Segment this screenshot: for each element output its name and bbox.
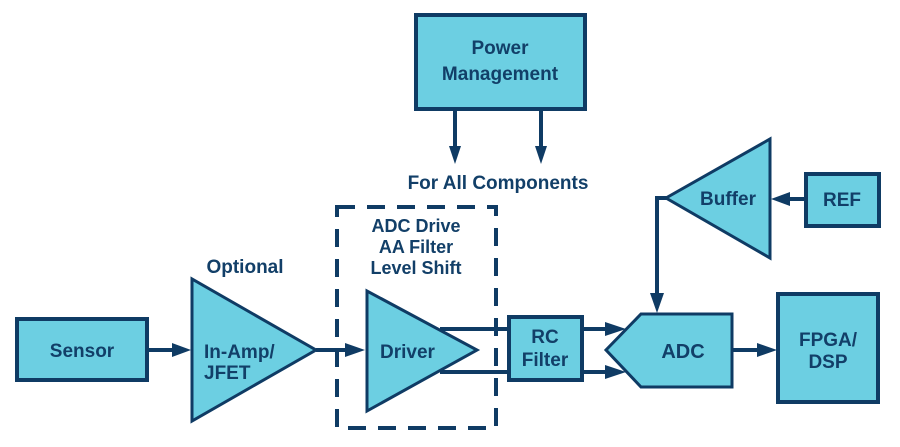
ref-label: REF <box>823 190 861 211</box>
rc-filter-label-line2: Filter <box>522 350 569 371</box>
inamp-to-driver-arrow <box>316 343 365 357</box>
adc-block: ADC <box>603 312 734 389</box>
power-arrow-left <box>449 109 461 164</box>
fpga-dsp-block: FPGA/ DSP <box>776 292 880 404</box>
buffer-to-adc-arrow <box>650 196 668 313</box>
fpga-label-line2: DSP <box>808 352 847 373</box>
adc-drive-label-line1: ADC Drive <box>371 216 460 236</box>
power-management-label-line2: Management <box>442 64 559 85</box>
driver-label: Driver <box>380 342 436 363</box>
ref-block: REF <box>804 172 881 228</box>
buffer-label: Buffer <box>700 189 757 210</box>
driver-triangle: Driver <box>365 288 481 414</box>
power-note-label: For All Components <box>408 173 589 194</box>
adc-drive-label-line2: AA Filter <box>379 237 453 257</box>
ref-to-buffer-arrow <box>771 192 805 206</box>
power-arrow-right <box>535 109 547 164</box>
rc-filter-label-line1: RC <box>531 327 559 348</box>
optional-label: Optional <box>206 257 283 278</box>
fpga-label-line1: FPGA/ <box>799 330 858 351</box>
in-amp-label-line2: JFET <box>204 363 251 384</box>
sensor-label: Sensor <box>50 341 115 362</box>
sensor-to-inamp-arrow <box>147 343 191 357</box>
sensor-block: Sensor <box>15 317 149 382</box>
in-amp-label-line1: In-Amp/ <box>204 342 275 363</box>
adc-drive-label-line3: Level Shift <box>370 258 461 278</box>
adc-drive-group-box <box>335 205 498 430</box>
rc-filter-block: RC Filter <box>507 315 584 382</box>
power-management-label-line1: Power <box>471 38 529 59</box>
adc-to-fpga-arrow <box>732 343 777 357</box>
rc-to-adc-arrow-top <box>582 322 626 336</box>
in-amp-triangle: In-Amp/ JFET <box>190 276 320 424</box>
adc-label: ADC <box>661 341 704 363</box>
buffer-triangle: Buffer <box>662 136 772 261</box>
power-management-block: Power Management <box>414 13 587 111</box>
rc-to-adc-arrow-bottom <box>582 365 626 379</box>
